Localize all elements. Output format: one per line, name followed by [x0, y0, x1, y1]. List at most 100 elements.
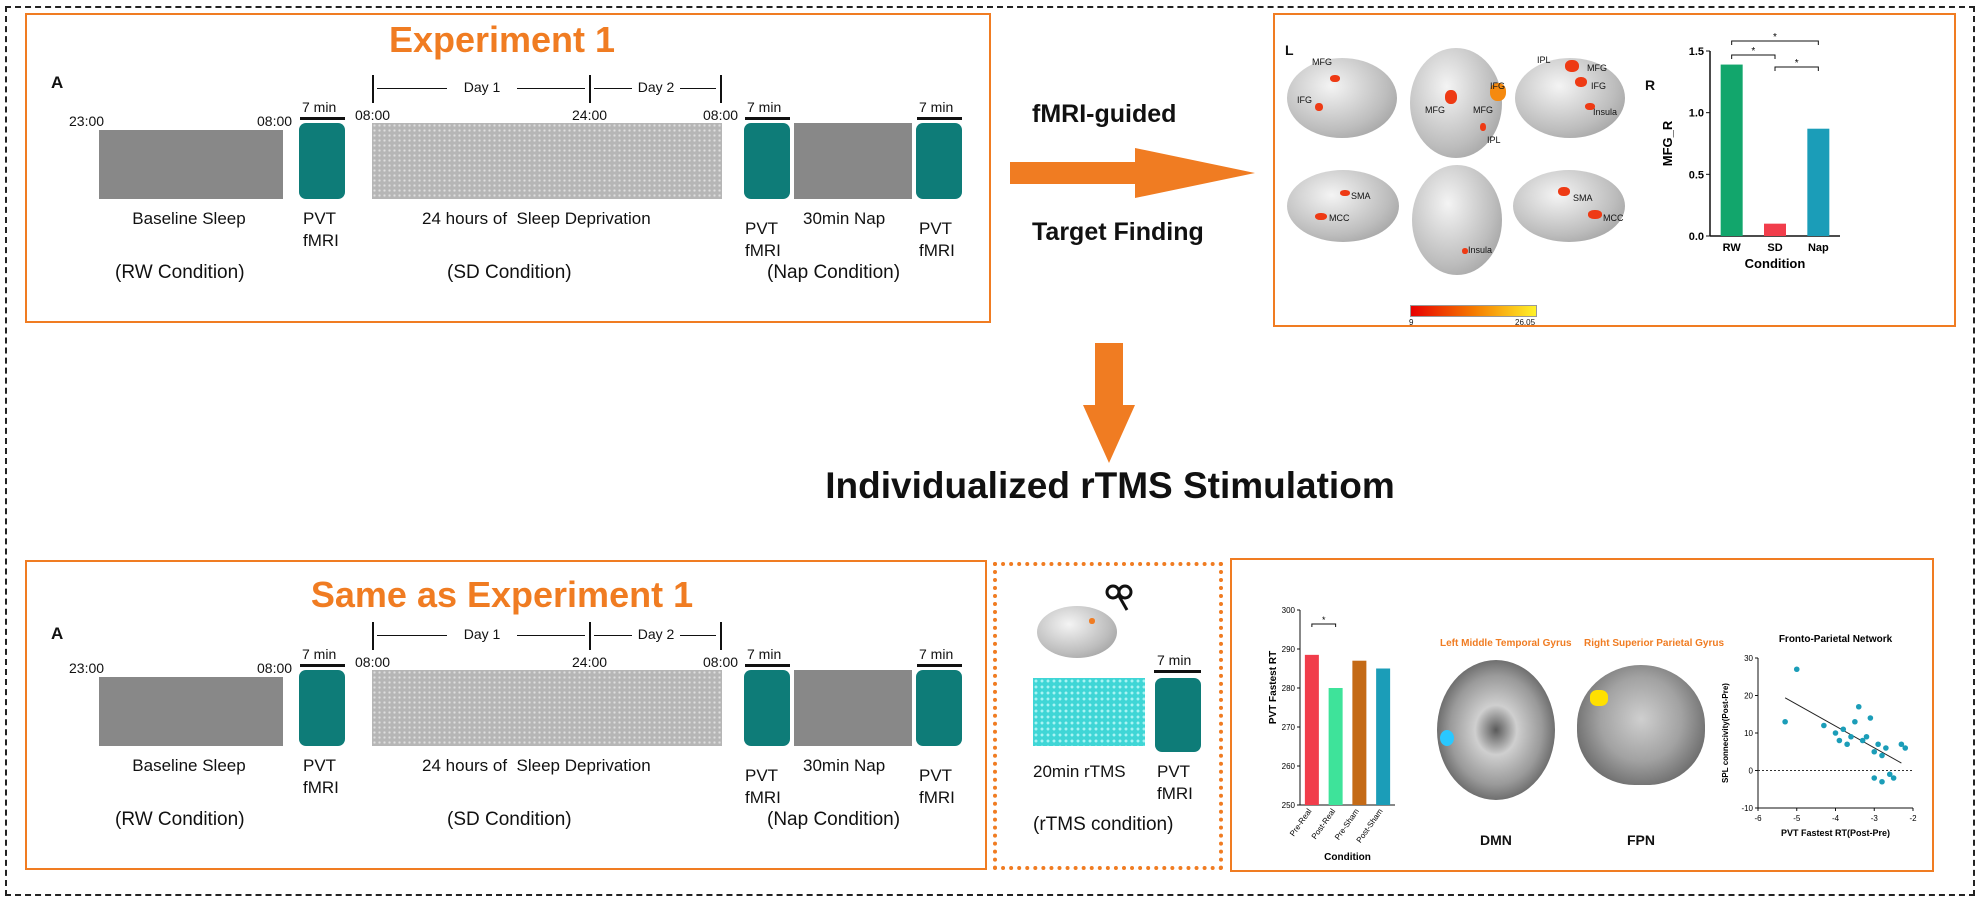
day1-tick-right	[589, 622, 591, 650]
scatter-point	[1886, 771, 1893, 778]
scatter-point	[1879, 752, 1885, 759]
brain-medial-right	[1513, 170, 1625, 242]
scatter-point	[1832, 730, 1839, 736]
significance-bracket	[1311, 623, 1337, 627]
day1-tick-left	[372, 622, 374, 650]
brain-label: MFG	[1587, 63, 1607, 73]
bar-sd	[1764, 223, 1786, 236]
pvt-block-b	[744, 670, 790, 746]
scatter-point	[1855, 703, 1862, 710]
scatter-point	[1859, 737, 1866, 744]
y-tick-label: 280	[1282, 684, 1296, 693]
brain-label: MCC	[1603, 213, 1624, 223]
colorbar	[1410, 305, 1537, 317]
time-2400: 24:00	[572, 107, 608, 123]
rtms-panel: 7 min 20min rTMS PVT fMRI (rTMS conditio…	[993, 562, 1223, 870]
nap-label: 30min Nap	[803, 756, 886, 775]
pvt-label-a: PVT	[303, 756, 337, 775]
time-0800-b: 08:00	[355, 654, 391, 670]
day2-label: Day 2	[632, 79, 680, 95]
rw-condition-label: (RW Condition)	[115, 262, 245, 283]
x-tick-label: RW	[1723, 242, 1742, 254]
baseline-sleep-label: Baseline Sleep	[132, 209, 246, 228]
scatter-point	[1840, 726, 1847, 733]
y-tick-label: 290	[1282, 645, 1296, 654]
pvt-label-c: PVT	[919, 219, 953, 238]
min7-line	[1154, 670, 1201, 673]
fmri-label-a: fMRI	[303, 778, 339, 797]
left-hemisphere-letter: L	[1285, 42, 1294, 58]
fmri-label-c: fMRI	[919, 241, 955, 260]
y-tick-label: 270	[1282, 723, 1296, 732]
bar-rw	[1720, 64, 1743, 236]
nap-block	[794, 670, 912, 746]
sd-label: 24 hours of Sleep Deprivation	[422, 756, 651, 776]
scatter-point	[1836, 737, 1843, 744]
pvt-block-a	[299, 670, 345, 746]
brain-label: MCC	[1329, 213, 1350, 223]
bar-post-sham	[1376, 668, 1391, 805]
sd-condition-label: (SD Condition)	[447, 809, 572, 830]
y-tick-label: 0.0	[1689, 231, 1704, 243]
day1-tick-left	[372, 75, 374, 103]
scatter-point	[1782, 718, 1788, 725]
x-axis-label: Condition	[1324, 852, 1371, 863]
pvt-label-rtms: PVT	[1157, 762, 1191, 781]
min7-a-line	[300, 117, 345, 120]
scatter-point	[1852, 718, 1858, 725]
brain-label: SMA	[1573, 193, 1593, 203]
activation-blob	[1089, 618, 1095, 624]
min7-c-label: 7 min	[919, 646, 954, 662]
nap-label: 30min Nap	[803, 209, 886, 228]
experiment2-title: Same as Experiment 1	[310, 574, 694, 615]
brain-label: MFG	[1425, 105, 1445, 115]
colorbar-max: 26.05	[1515, 318, 1536, 327]
day1-label: Day 1	[447, 79, 517, 95]
scatter-point	[1879, 778, 1885, 785]
min7-a-label: 7 min	[302, 99, 337, 115]
panel-letter: A	[51, 73, 64, 92]
brain-label: IPL	[1487, 135, 1501, 145]
y-tick-label: 30	[1744, 654, 1753, 663]
fmri-label-c: fMRI	[919, 788, 955, 807]
fpn-activation-blob	[1590, 690, 1608, 706]
brain-sagittal-slice	[1577, 665, 1705, 785]
min7-c-line	[917, 117, 962, 120]
time-0800-a: 08:00	[257, 660, 293, 676]
scatter-point	[1863, 733, 1870, 740]
x-tick-label: -2	[1909, 814, 1917, 823]
y-axis-label: MFG_R	[1660, 120, 1675, 166]
brain-label: MFG	[1312, 57, 1332, 67]
y-axis-label: SPL connecivity(Post-Pre)	[1721, 683, 1730, 783]
sd-hours-number: 24	[422, 209, 441, 228]
dmn-label: DMN	[1480, 832, 1512, 848]
day2-tick-right	[720, 75, 722, 103]
right-arrow-icon	[1010, 148, 1255, 198]
y-tick-label: 10	[1744, 729, 1753, 738]
y-tick-label: -10	[1741, 804, 1753, 813]
time-2300: 23:00	[69, 660, 105, 676]
y-tick-label: 20	[1744, 692, 1753, 701]
x-tick-label: -6	[1754, 814, 1762, 823]
y-tick-label: 0	[1749, 767, 1754, 776]
sd-hours-number: 24	[422, 756, 441, 775]
brain-lateral-left	[1287, 58, 1397, 138]
y-tick-label: 0.5	[1689, 169, 1704, 181]
activation-blob	[1585, 103, 1595, 110]
down-arrow-icon	[1083, 343, 1135, 463]
significance-mark: *	[1322, 615, 1326, 625]
nap-condition-label: (Nap Condition)	[767, 809, 901, 830]
scatter-point	[1890, 775, 1897, 781]
pvt-block-a	[299, 123, 345, 199]
time-0800-b: 08:00	[355, 107, 391, 123]
fmri-label-rtms: fMRI	[1157, 784, 1193, 803]
outer-dashed-frame	[5, 6, 1975, 896]
x-tick-label: Nap	[1808, 242, 1829, 254]
activation-blob	[1588, 210, 1602, 219]
chart-title: Fronto-Parietal Network	[1779, 634, 1893, 645]
activation-blob	[1565, 60, 1579, 72]
scatter-point	[1871, 775, 1878, 781]
min7-a-line	[300, 664, 345, 667]
